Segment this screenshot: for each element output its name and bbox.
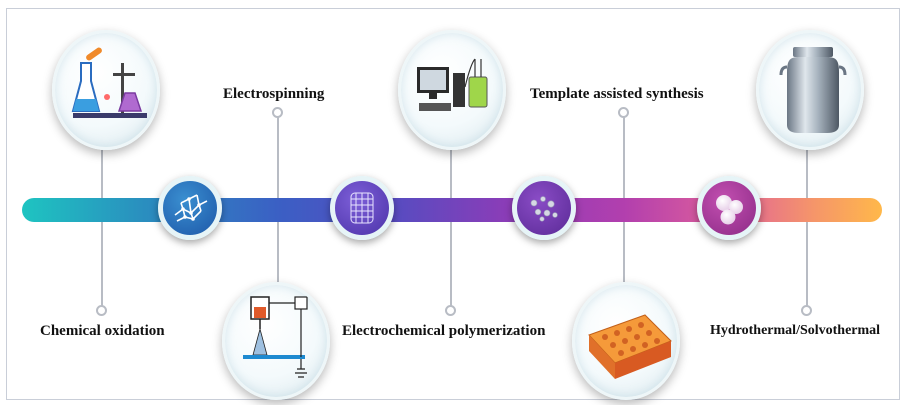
nanoparticles-icon [512, 176, 576, 240]
label-template-assisted-synthesis: Template assisted synthesis [530, 86, 704, 102]
label-electrochemical-polymerization: Electrochemical polymerization [342, 323, 546, 339]
electrochemical-workstation-icon [398, 30, 506, 150]
honeycomb-template-icon [572, 282, 680, 400]
label-hydrothermal-solvothermal: Hydrothermal/Solvothermal [710, 323, 881, 338]
electrospinning-setup-icon [222, 282, 330, 400]
connector-electrospinning [277, 112, 279, 282]
nanosheet-icon [158, 176, 222, 240]
nanotube-icon [330, 176, 394, 240]
pin-electrospinning [272, 107, 283, 118]
connector-hydrothermal [806, 150, 808, 310]
pin-hydrothermal [801, 305, 812, 316]
pin-chemical-oxidation [96, 305, 107, 316]
connector-electrochemical-polymerization [450, 150, 452, 310]
pin-electrochemical-polymerization [445, 305, 456, 316]
nanospheres-icon [697, 176, 761, 240]
pin-template-assisted [618, 107, 629, 118]
figure-frame [6, 8, 900, 400]
connector-template-assisted [623, 112, 625, 282]
autoclave-reactor-icon [756, 30, 864, 150]
connector-chemical-oxidation [101, 150, 103, 310]
label-chemical-oxidation: Chemical oxidation [40, 323, 165, 339]
label-electrospinning: Electrospinning [223, 86, 325, 102]
chemical-oxidation-glassware-icon [52, 30, 160, 150]
